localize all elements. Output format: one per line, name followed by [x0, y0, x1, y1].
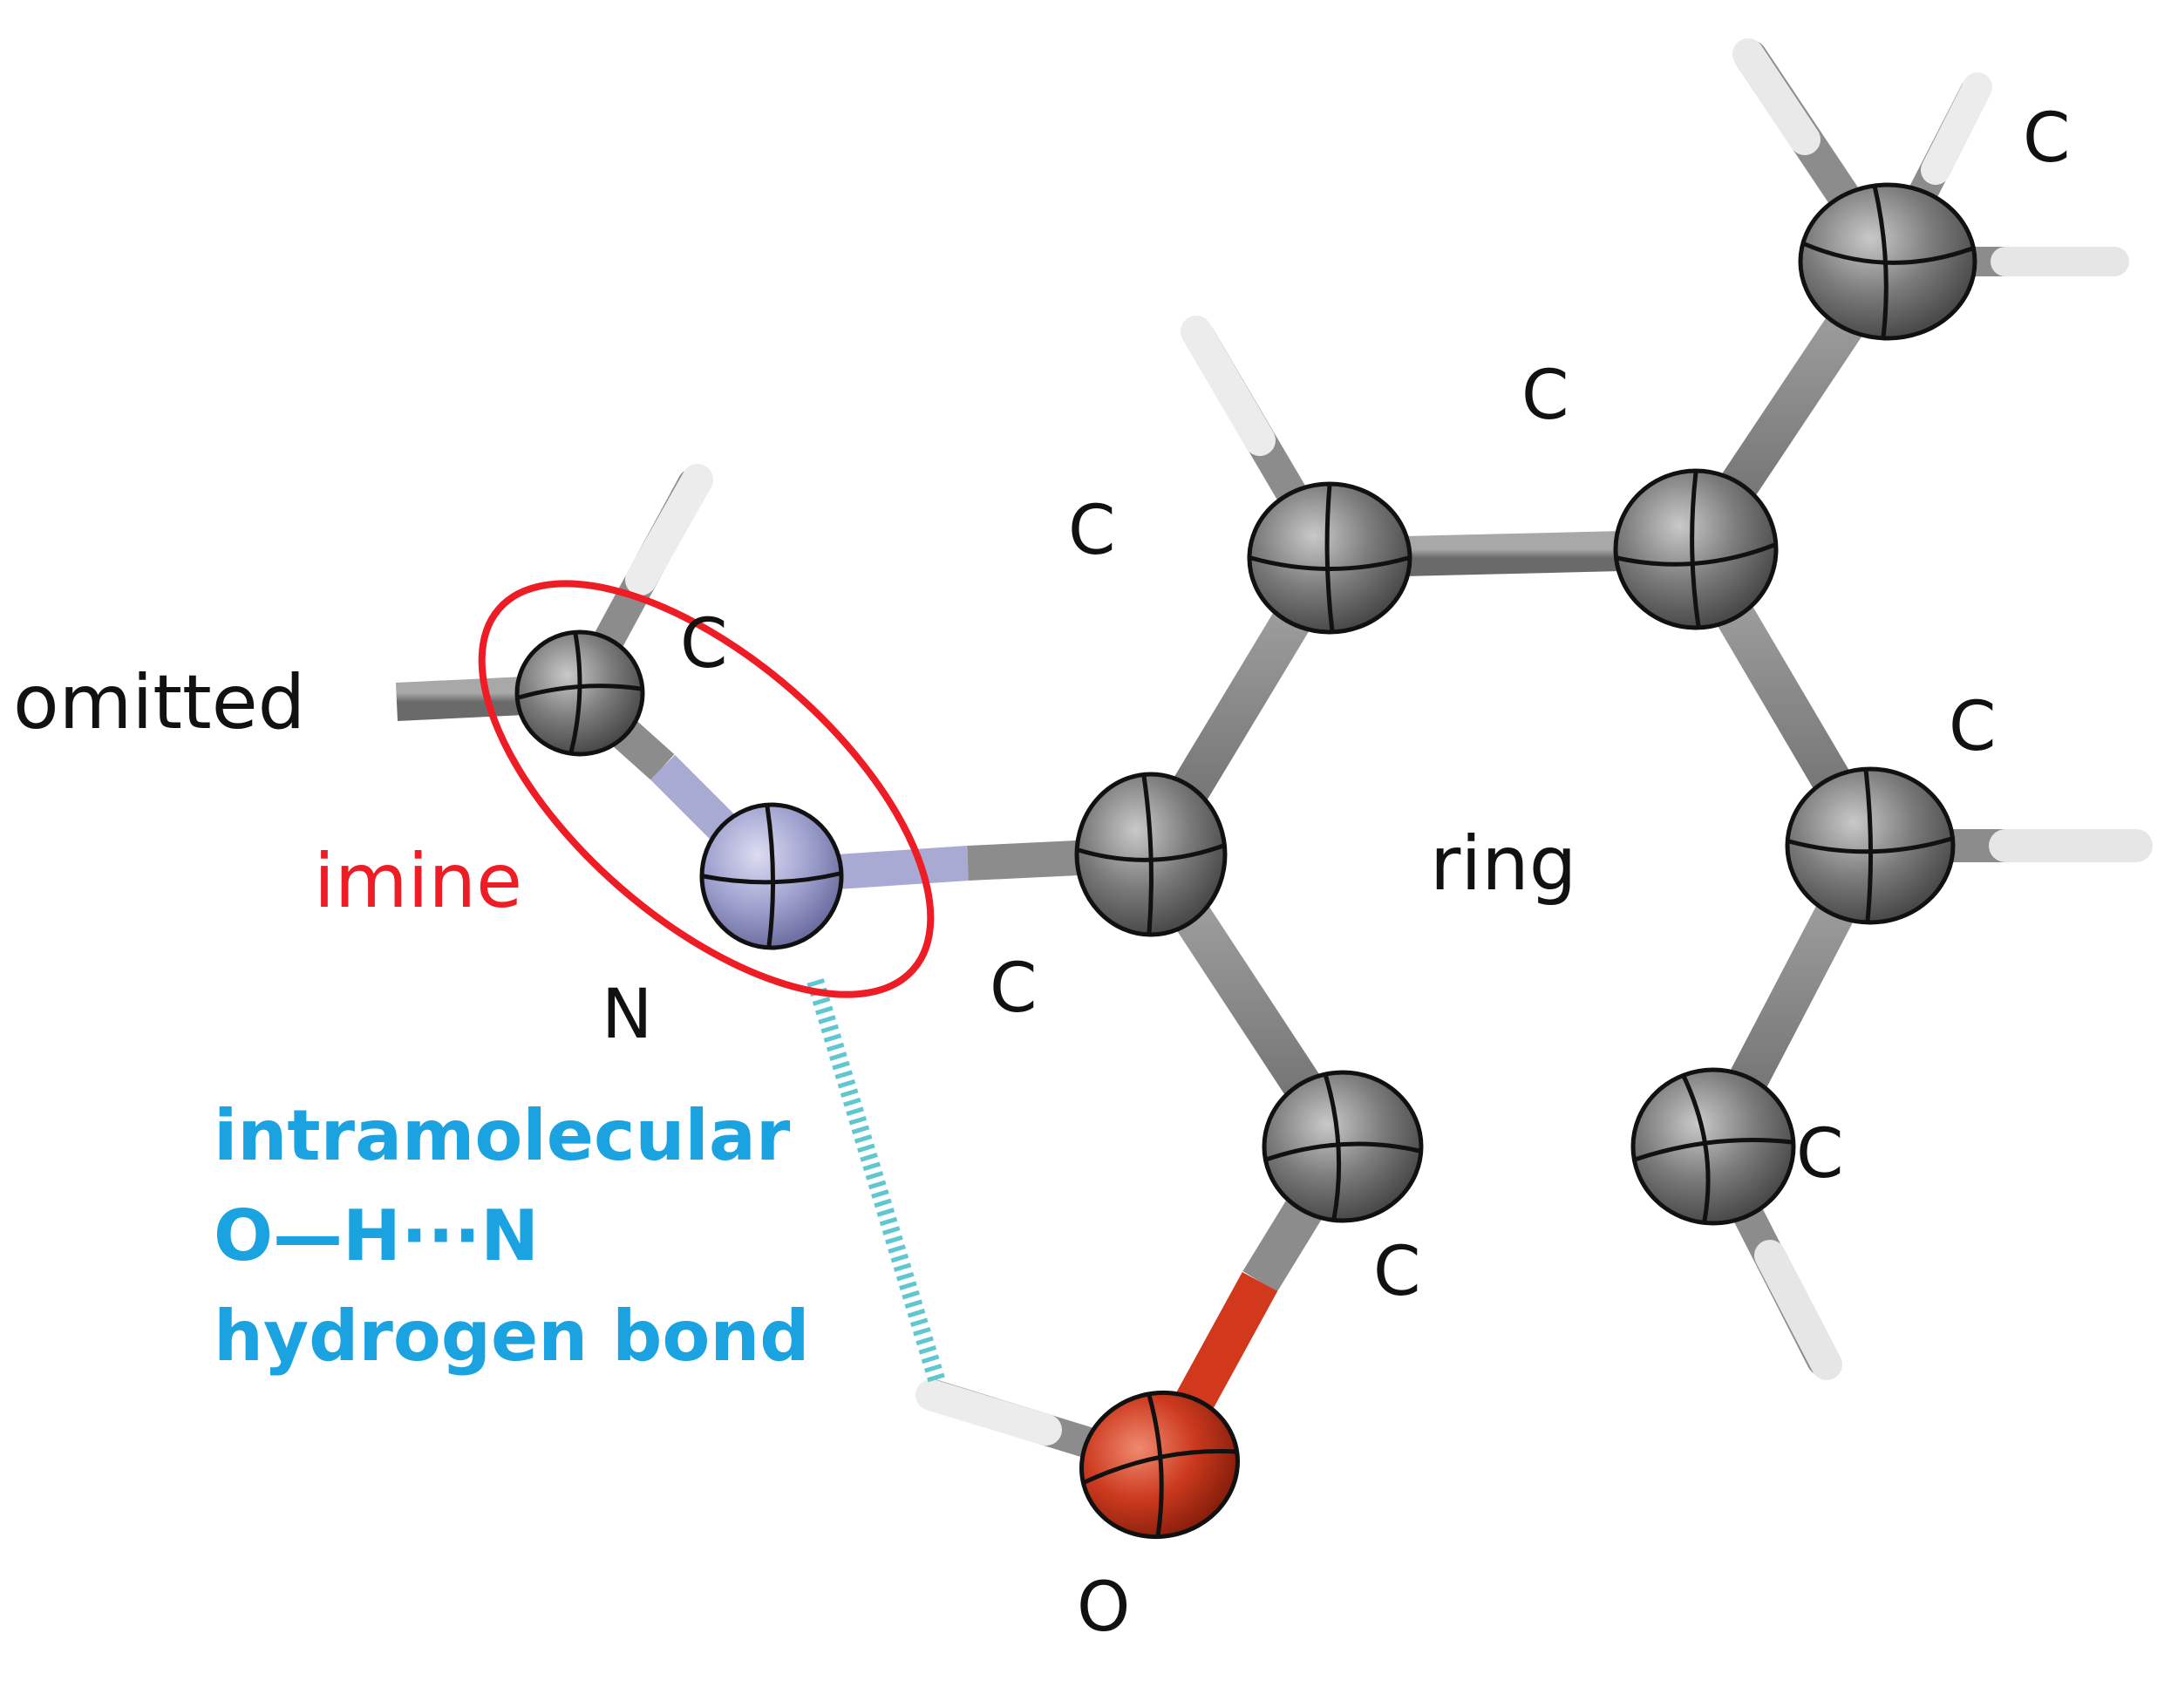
atom-c-imine — [514, 629, 645, 757]
atom-o-hydroxyl — [1079, 1390, 1240, 1540]
bond-h-hydroxyl-tip — [915, 1379, 1062, 1446]
label-c-ring-ipso: C — [990, 949, 1037, 1028]
label-c-ring-bottom-left: C — [1373, 1233, 1420, 1311]
atom-c-ring-top-left — [1247, 481, 1412, 635]
atom-n-imine — [699, 802, 844, 950]
bond-h-ring-top-tip — [1181, 316, 1276, 456]
hbond-label-line2: O—H···N — [214, 1195, 539, 1276]
atom-c-ring-top-right — [1613, 468, 1779, 630]
labels: C C C C C C C C N O omitted imine ring i… — [13, 99, 2070, 1647]
atom-c-ring-bottom-right — [1630, 1067, 1796, 1226]
bond-h-methyl-2-tip — [1921, 72, 1992, 185]
atom-c-ring-right — [1785, 766, 1956, 925]
hydrogen-bond-dashes — [806, 978, 946, 1385]
imine-label: imine — [314, 838, 522, 925]
label-o-hydroxyl: O — [1077, 1569, 1130, 1647]
label-c-ring-top-left: C — [1068, 492, 1115, 570]
bond-h-ring-bottom-tip — [1754, 1240, 1842, 1380]
hbond-label-line1: intramolecular — [214, 1095, 791, 1176]
bond-h-methyl-1-tip — [1732, 38, 1821, 155]
atom-c-methyl — [1798, 182, 1977, 341]
hbond-label-line3: hydrogen bond — [214, 1296, 810, 1377]
atom-c-ring-ipso — [1074, 772, 1228, 937]
label-c-methyl: C — [2023, 99, 2070, 178]
label-c-ring-bottom-right: C — [1796, 1115, 1843, 1194]
label-c-ring-top-right: C — [1521, 357, 1569, 435]
atom-c-ring-bottom-left — [1262, 1070, 1424, 1223]
label-c-imine: C — [680, 605, 727, 684]
omitted-label: omitted — [13, 659, 305, 746]
ring-label: ring — [1430, 820, 1576, 908]
atoms — [514, 182, 1977, 1540]
imine-highlight-ellipse — [478, 580, 935, 998]
label-c-ring-right: C — [1949, 688, 1996, 766]
bond-h-imine-tip — [625, 464, 713, 595]
label-n-imine: N — [602, 976, 652, 1054]
